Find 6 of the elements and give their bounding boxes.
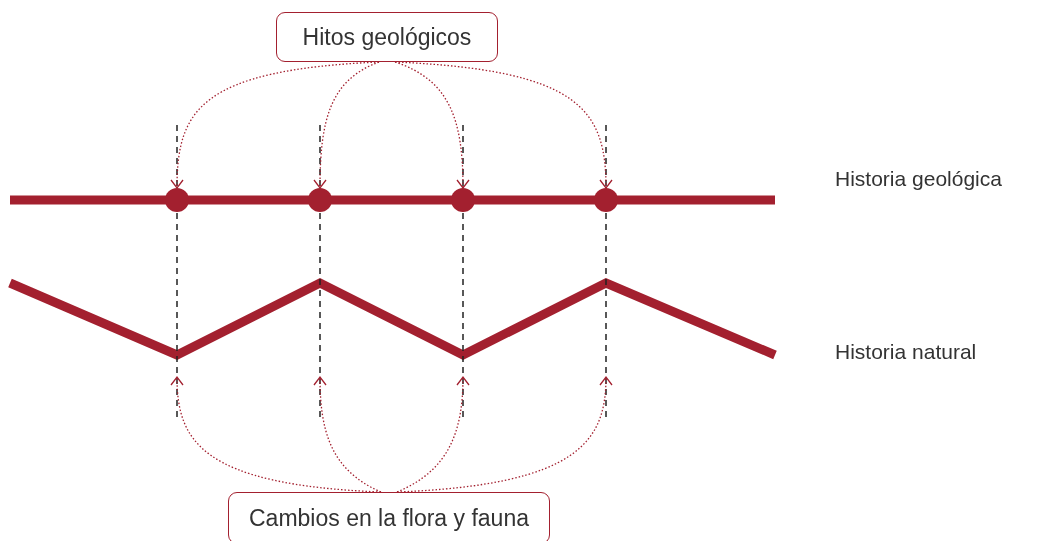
- callout-box: Cambios en la flora y fauna: [228, 492, 550, 541]
- line-label: Historia natural: [835, 340, 977, 364]
- dotted-arrow: [313, 61, 380, 189]
- callout-box: Hitos geológicos: [276, 12, 498, 62]
- line-label: Historia geológica: [835, 167, 1002, 191]
- dotted-arrow: [313, 376, 382, 493]
